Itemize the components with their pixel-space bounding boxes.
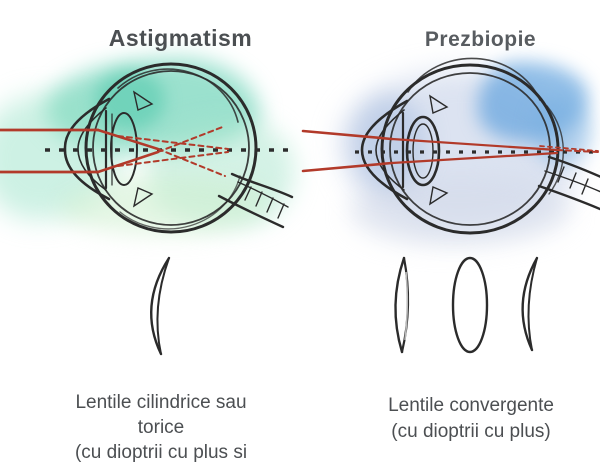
caption-line: Lentile convergente (388, 395, 554, 416)
meniscus-lens-icon (521, 256, 539, 352)
astigmatism-eye-diagram (0, 62, 296, 356)
caption-prezbiopie-lenses: Lentile convergente (cu dioptrii cu plus… (342, 393, 600, 445)
caption-line: Lentile cilindrice sau (75, 392, 247, 413)
optic-nerve (537, 155, 600, 211)
caption-line: torice (137, 417, 185, 438)
biconvex-lens-icon (451, 256, 489, 354)
caption-line: (cu dioptrii cu plus si (74, 442, 248, 463)
meniscus-lens-icon (150, 256, 171, 356)
light-rays-presbyopia (301, 129, 599, 173)
panel-title-prezbiopie: Prezbiopie (424, 28, 537, 51)
eyeball-outline (84, 62, 258, 234)
plano-convex-lens-icon (394, 256, 410, 354)
iris-and-lens (401, 94, 449, 206)
panel-title-astigmatism: Astigmatism (108, 25, 253, 51)
light-rays-astigmatism (0, 125, 229, 177)
cornea (360, 99, 409, 201)
optic-nerve (217, 172, 294, 229)
caption-line: (cu dioptrii cu plus) (391, 421, 551, 442)
eyeball-outline (380, 57, 564, 235)
presbyopia-eye-diagram (301, 57, 600, 354)
caption-astigmatism-lenses: Lentile cilindrice sau torice (cu dioptr… (22, 390, 300, 465)
